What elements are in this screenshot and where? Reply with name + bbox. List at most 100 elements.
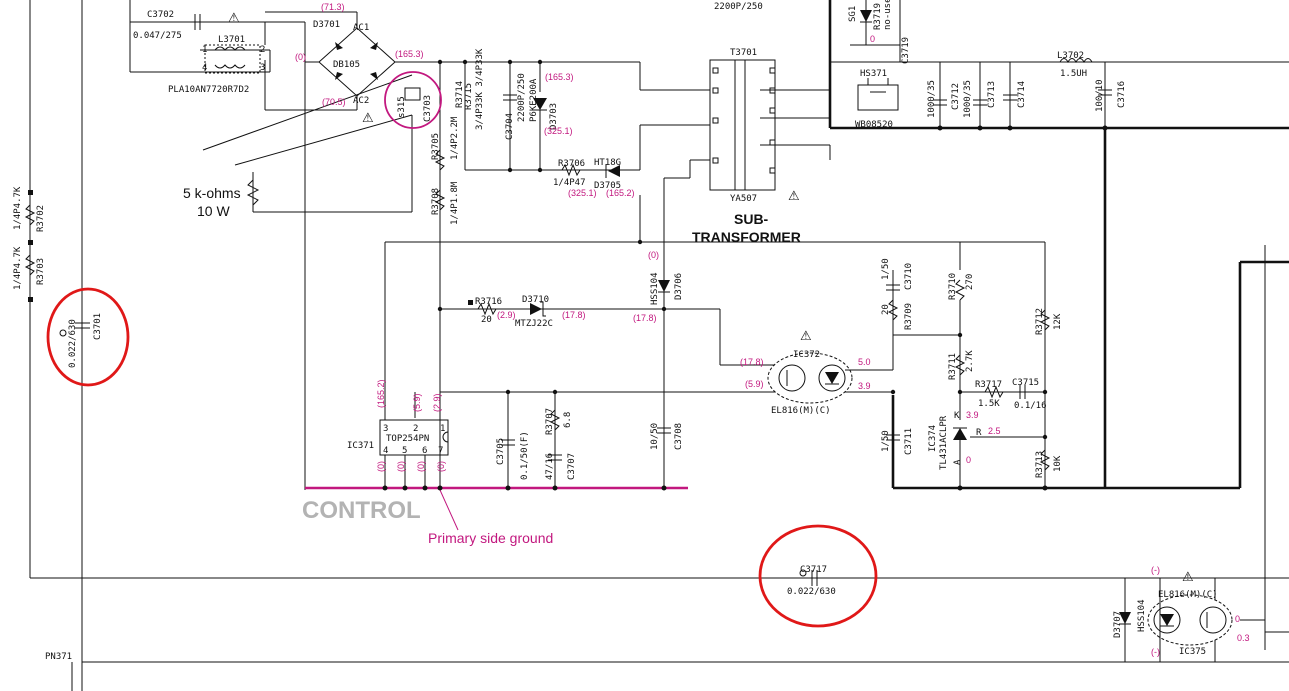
label-pin5: 5 — [402, 446, 407, 456]
label-r3703-value: 1/4P4.7K — [13, 246, 23, 290]
label-l3702-value: 1.5UH — [1060, 69, 1087, 79]
label-d3703-part: P6KE200A — [529, 78, 539, 122]
label-c3716: C3716 — [1117, 81, 1127, 108]
label-c3717: C3717 — [800, 565, 827, 575]
label-r3702: R3702 — [36, 205, 46, 232]
label-r3712: R3712 — [1035, 308, 1045, 335]
label-resistor-value: 5 k-ohms — [183, 185, 241, 201]
voltage-label: (165.2) — [606, 188, 635, 198]
label-el816: EL816(M)(C) — [771, 406, 831, 416]
label-r3716-value: 20 — [481, 315, 492, 325]
voltage-label: 2.5 — [988, 426, 1001, 436]
label-c3708: C3708 — [674, 423, 684, 450]
label-c3719: C3719 — [901, 37, 911, 64]
voltage-label: (5.9) — [745, 379, 764, 389]
label-r3715: R3715 — [464, 83, 474, 110]
label-c3702: C3702 — [147, 10, 174, 20]
label-r3719: R3719 — [873, 3, 883, 30]
voltage-label: (71.3) — [321, 2, 345, 12]
sub-transformer-title-1: SUB- — [734, 211, 769, 227]
label-c3701-value: 0.022/630 — [68, 319, 78, 368]
c3701-highlight-circle — [46, 287, 130, 387]
label-c3713: C3713 — [987, 81, 997, 108]
label-c3714: C3714 — [1017, 81, 1027, 108]
label-r3705: R3705 — [431, 133, 441, 160]
voltage-label: (0) — [416, 461, 426, 472]
label-a: A — [953, 459, 963, 465]
warning-icon: ⚠ — [788, 188, 800, 203]
voltage-label: (0) — [436, 461, 446, 472]
label-c3715-value: 0.1/16 — [1014, 401, 1047, 411]
label-l3701: L3701 — [218, 35, 245, 45]
label-d3706: D3706 — [674, 273, 684, 300]
voltage-label: 5.0 — [858, 357, 871, 367]
voltage-label: 0 — [1235, 614, 1240, 624]
voltage-label: (2.9) — [497, 310, 516, 320]
label-r3706: R3706 — [558, 159, 585, 169]
label-db105: DB105 — [333, 60, 360, 70]
label-ya507: YA507 — [730, 194, 757, 204]
voltage-label: 3.9 — [858, 381, 871, 391]
label-l3701-part: PLA10AN7720R7D2 — [168, 85, 249, 95]
label-ic372: IC372 — [793, 350, 820, 360]
label-c3704-value: 2200P/250 — [517, 73, 527, 122]
label-s315: s315 — [397, 96, 407, 118]
voltage-label: (0) — [648, 250, 659, 260]
label-c3707-value: 47/16 — [545, 453, 555, 480]
label-r3711: R3711 — [948, 353, 958, 380]
label-pn371: PN371 — [45, 652, 72, 662]
label-c3703: C3703 — [423, 95, 433, 122]
label-ht18g: HT18G — [594, 158, 621, 168]
label-c3707: C3707 — [567, 453, 577, 480]
label-r3710-value: 270 — [965, 274, 975, 290]
label-l3701-pin2: 2 — [260, 45, 265, 55]
label-hss104: HSS104 — [650, 272, 660, 305]
label-r3709-value: 20 — [881, 304, 891, 315]
label-c3705-value: 0.1/50(F) — [520, 431, 530, 480]
label-l3701-pin4: 4 — [202, 63, 207, 73]
label-r3712-value: 12K — [1053, 313, 1063, 330]
label-ic374: IC374 — [928, 425, 938, 452]
voltage-label: (17.8) — [562, 310, 586, 320]
voltage-label: (5.9) — [412, 393, 422, 412]
label-c3717-value: 0.022/630 — [787, 587, 836, 597]
voltage-label: (-) — [1151, 647, 1160, 657]
label-pin6: 6 — [422, 446, 427, 456]
label-sg: SG1 — [848, 6, 858, 22]
label-r3707-value: 6.8 — [563, 412, 573, 428]
voltage-label: 3.9 — [966, 410, 979, 420]
voltage-label: (0) — [376, 461, 386, 472]
label-hs371: HS371 — [860, 69, 887, 79]
label-r3711-value: 2.7K — [965, 350, 975, 372]
label-d3710: D3710 — [522, 295, 549, 305]
label-c3701: C3701 — [93, 313, 103, 340]
label-r3713-value: 10K — [1053, 455, 1063, 472]
label-el816b: EL816(M)(C) — [1158, 590, 1218, 600]
label-pin3: 3 — [383, 424, 388, 434]
voltage-label: (165.2) — [376, 379, 386, 408]
warning-icon: ⚠ — [362, 110, 374, 125]
label-top-value: 2200P/250 — [714, 2, 763, 12]
warning-icon: ⚠ — [1182, 569, 1194, 584]
label-r3714: R3714 — [455, 81, 465, 108]
label-t3701: T3701 — [730, 48, 757, 58]
label-r3715-value: 3/4P33K 3/4P33K — [475, 48, 485, 130]
label-r3702-value: 1/4P4.7K — [13, 186, 23, 230]
label-pin2: 2 — [413, 424, 418, 434]
label-r3705-value: 1/4P2.2M — [450, 116, 460, 160]
warning-icon: ⚠ — [228, 10, 240, 25]
label-ic371: IC371 — [347, 441, 374, 451]
label-c3702-value: 0.047/275 — [133, 31, 182, 41]
sub-transformer-title-2: TRANSFORMER — [692, 229, 801, 245]
component-labels: C3702 0.047/275 ⚠ L3701 1 2 3 4 PLA10AN7… — [13, 0, 1218, 662]
label-r3708: R3708 — [431, 188, 441, 215]
label-pin1: 1 — [440, 424, 445, 434]
label-pin4: 4 — [383, 446, 388, 456]
voltage-label: (17.8) — [740, 357, 764, 367]
voltage-annotations: (71.3) (0) (165.3) (70.5) (165.3) (325.1… — [295, 2, 1250, 657]
voltage-label: (325.1) — [544, 126, 573, 136]
label-c3713-value: 1000/35 — [963, 80, 973, 118]
label-r3716: R3716 — [475, 297, 502, 307]
label-r: R — [976, 428, 982, 438]
